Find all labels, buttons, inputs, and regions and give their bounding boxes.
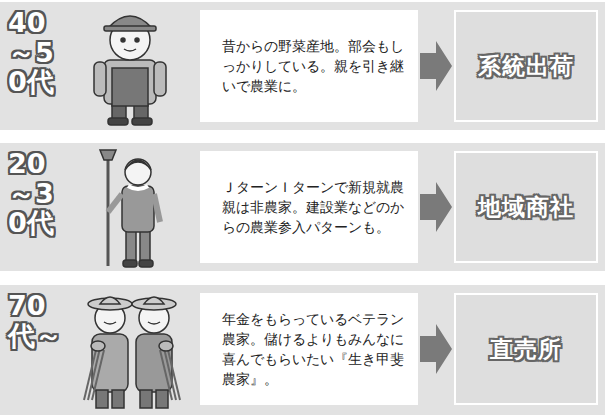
channel-label: 直売所 [490, 334, 562, 365]
channel-box: 地域商社 [454, 151, 598, 263]
row-band [0, 285, 605, 415]
farmer-woman-figure [100, 150, 160, 267]
block-arrow [420, 41, 452, 91]
description-text: 年金をもらっているベテラン農家。儲けるよりもみんなに喜んでもらいたい『生き甲斐農… [222, 309, 406, 389]
block-arrow [420, 182, 452, 232]
channel-box: 系統出荷 [454, 10, 598, 122]
channel-label: 地域商社 [478, 192, 574, 223]
row-band [0, 2, 605, 130]
description-box: 昔からの野菜産地。部会もしっかりしている。親を引き継いで農業に。 [200, 10, 418, 122]
age-label: 20～30代 [8, 149, 70, 238]
description-box: ＪターンＩターンで新規就農親は非農家。建設業などのからの農業参入パターンも。 [200, 151, 418, 263]
description-box: 年金をもらっているベテラン農家。儲けるよりもみんなに喜んでもらいたい『生き甲斐農… [200, 293, 418, 405]
farmer-man-figure [94, 16, 166, 125]
description-text: ＪターンＩターンで新規就農親は非農家。建設業などのからの農業参入パターンも。 [222, 177, 406, 237]
channel-box: 直売所 [454, 293, 598, 405]
elderly-couple-figure [84, 297, 180, 408]
age-panel: 40～50代 [0, 2, 196, 130]
age-label: 70代～ [8, 291, 70, 350]
block-arrow [420, 324, 452, 374]
age-panel: 70代～ [0, 285, 196, 413]
channel-label: 系統出荷 [478, 51, 574, 82]
row-band [0, 143, 605, 271]
description-text: 昔からの野菜産地。部会もしっかりしている。親を引き継いで農業に。 [222, 36, 406, 96]
age-label: 40～50代 [8, 8, 70, 97]
age-panel: 20～30代 [0, 143, 196, 271]
